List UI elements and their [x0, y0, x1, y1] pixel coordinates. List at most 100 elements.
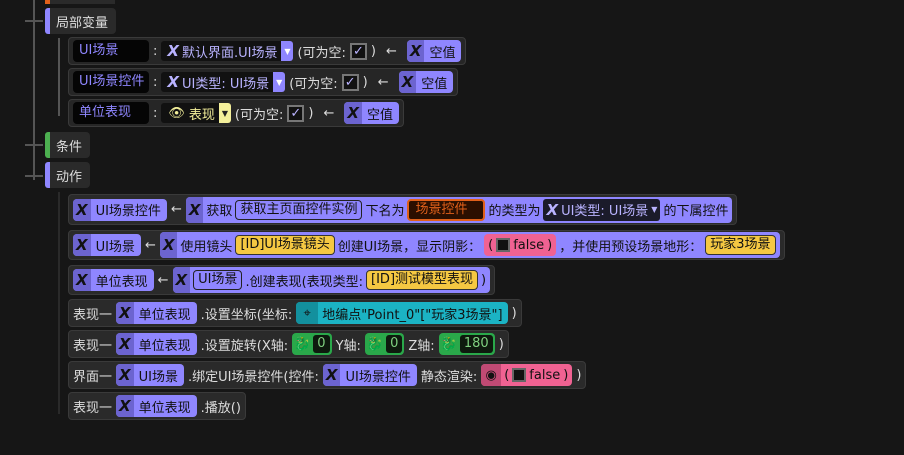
assign-arrow: ←: [323, 105, 335, 121]
nullable-checkbox[interactable]: ✓: [287, 104, 305, 122]
section-action[interactable]: 动作: [45, 162, 91, 188]
function-block[interactable]: 𝙓 使用镜头 [ID]UI场景镜头 创建UI场景，显示阴影： (false) ，…: [159, 232, 780, 258]
tree-branch: [25, 144, 43, 146]
var-label: 单位表现: [138, 400, 191, 416]
arg-block[interactable]: 获取主页面控件实例: [235, 199, 363, 220]
checkbox[interactable]: [512, 368, 527, 382]
tree-branch: [25, 175, 43, 177]
paren: ): [481, 272, 487, 288]
text: 的下属控件: [663, 204, 729, 219]
text: .设置坐标(坐标:: [200, 307, 293, 323]
var-label: UI场景控件: [95, 204, 161, 219]
eye-icon: ◉: [481, 364, 502, 386]
bool-label: false: [513, 237, 545, 253]
var-label: UI场景: [95, 239, 135, 255]
var-name-input[interactable]: 单位表现: [73, 102, 149, 124]
y-number[interactable]: 🐉0: [364, 333, 405, 355]
text: .绑定UI场景控件(控件:: [187, 369, 319, 385]
paren: (: [488, 237, 494, 253]
nullable-checkbox[interactable]: ✓: [341, 73, 359, 91]
name-input[interactable]: 场景控件: [407, 198, 486, 221]
variable-icon: 𝙓: [185, 196, 204, 223]
paren: ): [547, 237, 553, 253]
number-input[interactable]: 0: [313, 335, 330, 353]
checkbox[interactable]: [496, 238, 511, 252]
type-label: 表现: [188, 107, 215, 123]
paren: ): [370, 43, 376, 59]
chevron-down-icon[interactable]: ▼: [273, 72, 286, 92]
text: 下名为: [365, 204, 405, 219]
shadow-bool[interactable]: ( false): [484, 234, 557, 256]
text: Z轴:: [408, 338, 435, 354]
text: 静态渲染:: [420, 369, 478, 385]
variable-icon: 𝙓: [116, 302, 134, 324]
chevron-down-icon[interactable]: ▼: [651, 205, 658, 214]
chevron-down-icon[interactable]: ▼: [218, 103, 231, 123]
number-icon: 🐉: [294, 336, 311, 352]
number-input[interactable]: 180: [459, 335, 493, 353]
var-label: 单位表现: [138, 307, 191, 323]
section-local-vars[interactable]: 局部变量: [45, 8, 117, 34]
number-input[interactable]: 0: [386, 335, 403, 353]
point-value[interactable]: ⌖地编点"Point_0"["玩家3场景"]: [296, 302, 508, 324]
assign-arrow: ←: [170, 202, 182, 217]
assign-arrow: ←: [377, 74, 389, 90]
nullable-label: (可为空:: [289, 76, 338, 92]
paren: ): [498, 336, 504, 352]
tree-line: [58, 192, 60, 414]
z-number[interactable]: 🐉180: [438, 333, 495, 355]
variable-icon: 𝙓: [406, 40, 425, 62]
var-type-select[interactable]: 👁表现▼: [161, 103, 231, 123]
section-condition[interactable]: 条件: [45, 132, 91, 158]
text: 表现一: [73, 307, 113, 323]
var-name-input[interactable]: UI场景: [73, 40, 149, 62]
variable-icon: 𝙓: [167, 73, 179, 91]
point-label: 地编点"Point_0"["玩家3场景"]: [322, 307, 503, 323]
x-number[interactable]: 🐉0: [292, 333, 332, 355]
static-render-bool[interactable]: ◉(false): [481, 364, 573, 386]
nullable-checkbox[interactable]: ✓: [349, 42, 367, 60]
var-label: 单位表现: [138, 338, 191, 354]
assign-arrow: ←: [385, 43, 397, 59]
paren: ): [308, 105, 314, 121]
object-var[interactable]: UI场景: [193, 270, 243, 290]
chevron-down-icon[interactable]: ▼: [281, 41, 294, 61]
model-id[interactable]: [ID]测试模型表现: [366, 270, 479, 290]
camera-id[interactable]: [ID]UI场景镜头: [235, 235, 335, 255]
text: 创建UI场景，显示阴影：: [337, 239, 482, 255]
assign-arrow: ←: [144, 237, 156, 253]
paren: ): [511, 305, 517, 321]
location-pin-icon: ⌖: [296, 302, 319, 324]
function-block[interactable]: 𝙓 UI场景 .创建表现(表现类型: [ID]测试模型表现 ): [172, 267, 491, 293]
text: Y轴:: [335, 338, 361, 354]
terrain-id[interactable]: 玩家3场景: [705, 235, 776, 255]
text: 获取: [206, 204, 233, 219]
var-name-input[interactable]: UI场景控件: [73, 71, 149, 93]
paren: ): [576, 367, 582, 383]
